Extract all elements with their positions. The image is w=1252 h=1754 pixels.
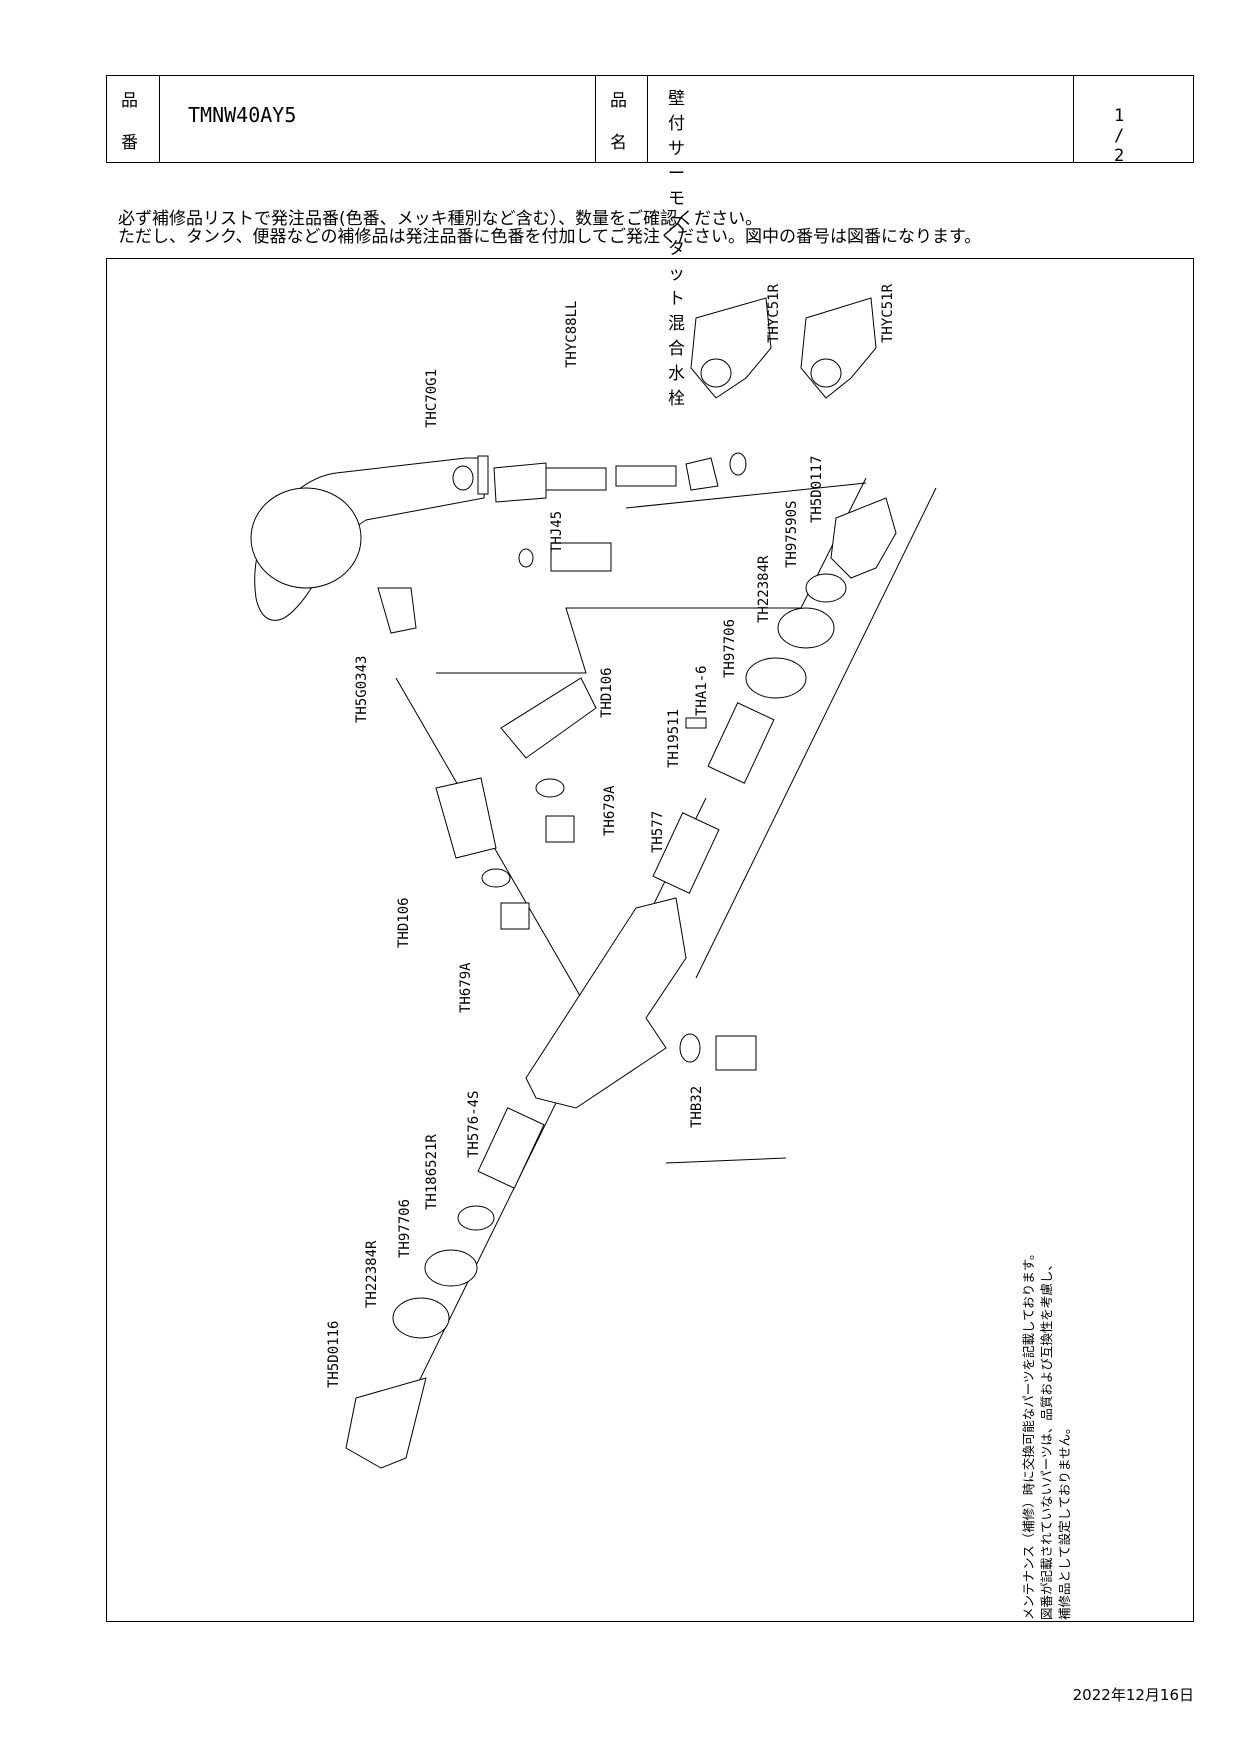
label-th5g0343: TH5G0343	[354, 656, 370, 723]
label-th186521r: TH186521R	[424, 1134, 440, 1210]
label-th679a-top: TH679A	[602, 785, 618, 836]
label-thd106-left: THD106	[396, 897, 412, 948]
maintenance-note-line-2: 図番が記載されていないパーツは、品質および互換性を考慮し、	[1039, 1258, 1054, 1620]
maintenance-note-line-1: メンテナンス（補修）時に交換可能なパーツを記載しております。	[1021, 1247, 1036, 1620]
label-thyc51r-b: THYC51R	[880, 283, 896, 343]
exploded-parts-drawing: THC70G1 THYC88LL THYC51R THYC51R TH5D011…	[250, 283, 937, 1469]
label-th5d0117: TH5D0117	[809, 456, 825, 523]
handle-bottom-drawing	[345, 1377, 427, 1469]
header-table: 品 番 TMNW40AY5 品 名 壁付サーモスタット混合水栓 1 / 2	[106, 75, 1194, 409]
part-no-label-top: 品	[121, 91, 138, 111]
name-cell: 壁付サーモスタット混合水栓	[647, 76, 685, 409]
label-th97590s: TH97590S	[784, 501, 800, 568]
page-number: 1 / 2	[1114, 106, 1125, 166]
page-cell: 1 / 2	[1073, 76, 1124, 166]
label-thc70g1: THC70G1	[424, 369, 440, 428]
holder-drawing-a	[690, 297, 772, 399]
spout-top-drawing	[500, 677, 597, 759]
washer-thb32	[679, 1033, 701, 1063]
maintenance-note: メンテナンス（補修）時に交換可能なパーツを記載しております。 図番が記載されてい…	[1020, 1247, 1074, 1620]
holder-drawing-b	[800, 297, 877, 399]
product-name: 壁付サーモスタット混合水栓	[668, 89, 685, 409]
label-th19511: TH19511	[666, 709, 682, 768]
hose-connector-line	[436, 477, 867, 674]
ring-th22384r-top	[777, 607, 835, 649]
handle-top-drawing	[830, 497, 897, 579]
part-no-label-bottom: 番	[121, 133, 138, 153]
ring-th97706-top	[745, 657, 807, 699]
label-th97706-top: TH97706	[722, 619, 738, 678]
cartridge-tha1-6	[707, 702, 775, 784]
axis-right	[695, 487, 937, 979]
label-th5d0116: TH5D0116	[326, 1321, 342, 1388]
note-line-1: 必ず補修品リストで発注品番(色番、メッキ種別など含む）、数量をご確認ください。	[118, 209, 763, 229]
maintenance-note-line-3: 補修品として設定しておりません。	[1057, 1421, 1072, 1620]
axis-left	[395, 797, 707, 1429]
part-number: TMNW40AY5	[188, 103, 297, 127]
name-label-top: 品	[610, 91, 627, 111]
name-label-bottom: 名	[610, 133, 627, 153]
nut-th679a-top	[545, 815, 575, 843]
shower-head-drawing	[250, 455, 489, 621]
instruction-notes: 必ず補修品リストで発注品番(色番、メッキ種別など含む）、数量をご確認ください。 …	[118, 210, 981, 246]
label-thj45: THJ45	[549, 511, 565, 553]
label-th97706-bottom: TH97706	[397, 1199, 413, 1258]
washer-th679a-top	[535, 778, 565, 798]
label-th577: TH577	[650, 811, 666, 853]
adapter-drawing	[518, 542, 612, 572]
label-th679a-left: TH679A	[458, 962, 474, 1013]
elbow-drawing	[377, 587, 417, 634]
filter-thb32	[715, 1035, 757, 1071]
label-thd106-top: THD106	[599, 667, 615, 718]
ring-th186521r	[457, 1205, 495, 1231]
clip-th19511	[685, 717, 707, 729]
issue-date: 2022年12月16日	[1072, 1686, 1194, 1704]
label-th22384r-bottom: TH22384R	[364, 1240, 380, 1308]
label-th576-4s: TH576-4S	[466, 1091, 482, 1158]
part-no-cell: TMNW40AY5	[159, 76, 296, 162]
hose-axis	[625, 482, 867, 509]
washer-thd106-left	[481, 868, 511, 888]
cartridge-th576-4s	[477, 1107, 545, 1189]
ring-th97706-bottom	[424, 1249, 478, 1287]
label-tha1-6: THA1-6	[694, 665, 710, 716]
nut-th679a-left	[500, 902, 530, 930]
spout-left-drawing	[435, 777, 497, 859]
thb32-axis	[665, 1157, 787, 1164]
ring-th97590s	[805, 573, 847, 603]
hose-drawing	[452, 452, 747, 503]
drawing-frame	[106, 258, 1194, 1622]
label-th22384r-top: TH22384R	[756, 555, 772, 623]
main-body-drawing	[525, 897, 687, 1109]
name-label-cell: 品 名	[595, 76, 627, 162]
label-thyc88ll: THYC88LL	[564, 301, 580, 368]
cartridge-th577	[652, 812, 720, 894]
note-line-2: ただし、タンク、便器などの補修品は発注品番に色番を付加してご発注ください。図中の…	[118, 227, 982, 247]
label-thb32: THB32	[689, 1086, 705, 1128]
ring-th22384r-bottom	[392, 1297, 450, 1339]
label-thyc51r-a: THYC51R	[766, 283, 782, 343]
